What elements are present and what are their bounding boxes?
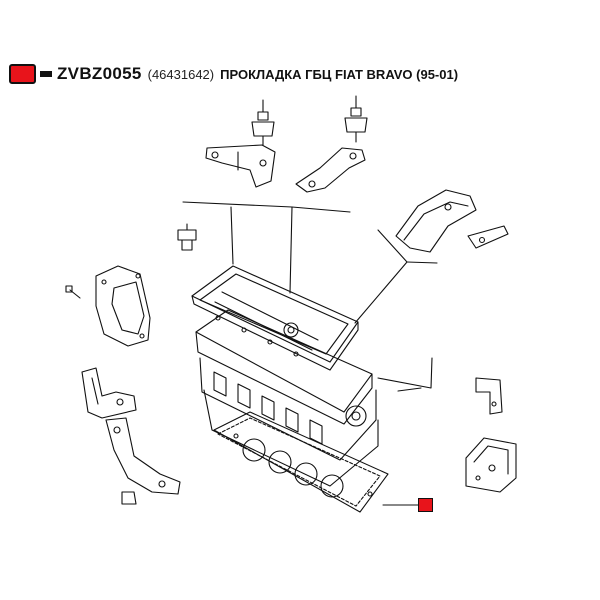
dash-icon [40, 71, 52, 77]
part-title: ПРОКЛАДКА ГБЦ FIAT BRAVO (95-01) [220, 66, 459, 82]
right-bracket-small [475, 377, 503, 415]
top-bracket-left [205, 144, 276, 188]
left-bracket-upper [81, 367, 137, 419]
leader-lines [182, 201, 438, 506]
small-fitting [177, 223, 197, 251]
cylinder-head [195, 309, 379, 487]
part-marker-icon [9, 64, 36, 84]
part-code: ZVBZ0055 [57, 64, 142, 83]
head-gasket [213, 411, 389, 513]
top-stud-right [344, 95, 368, 143]
exhaust-bracket [395, 189, 509, 253]
top-bracket-right [295, 147, 366, 193]
part-callout-marker [418, 498, 433, 512]
top-stud-left [251, 99, 275, 146]
side-cover-plate [65, 265, 151, 347]
part-reference: (46431642) [147, 66, 215, 82]
right-engine-mount [465, 437, 517, 493]
part-header: ZVBZ0055 (46431642) ПРОКЛАДКА ГБЦ FIAT B… [9, 62, 458, 86]
left-bracket-lower [105, 417, 181, 505]
